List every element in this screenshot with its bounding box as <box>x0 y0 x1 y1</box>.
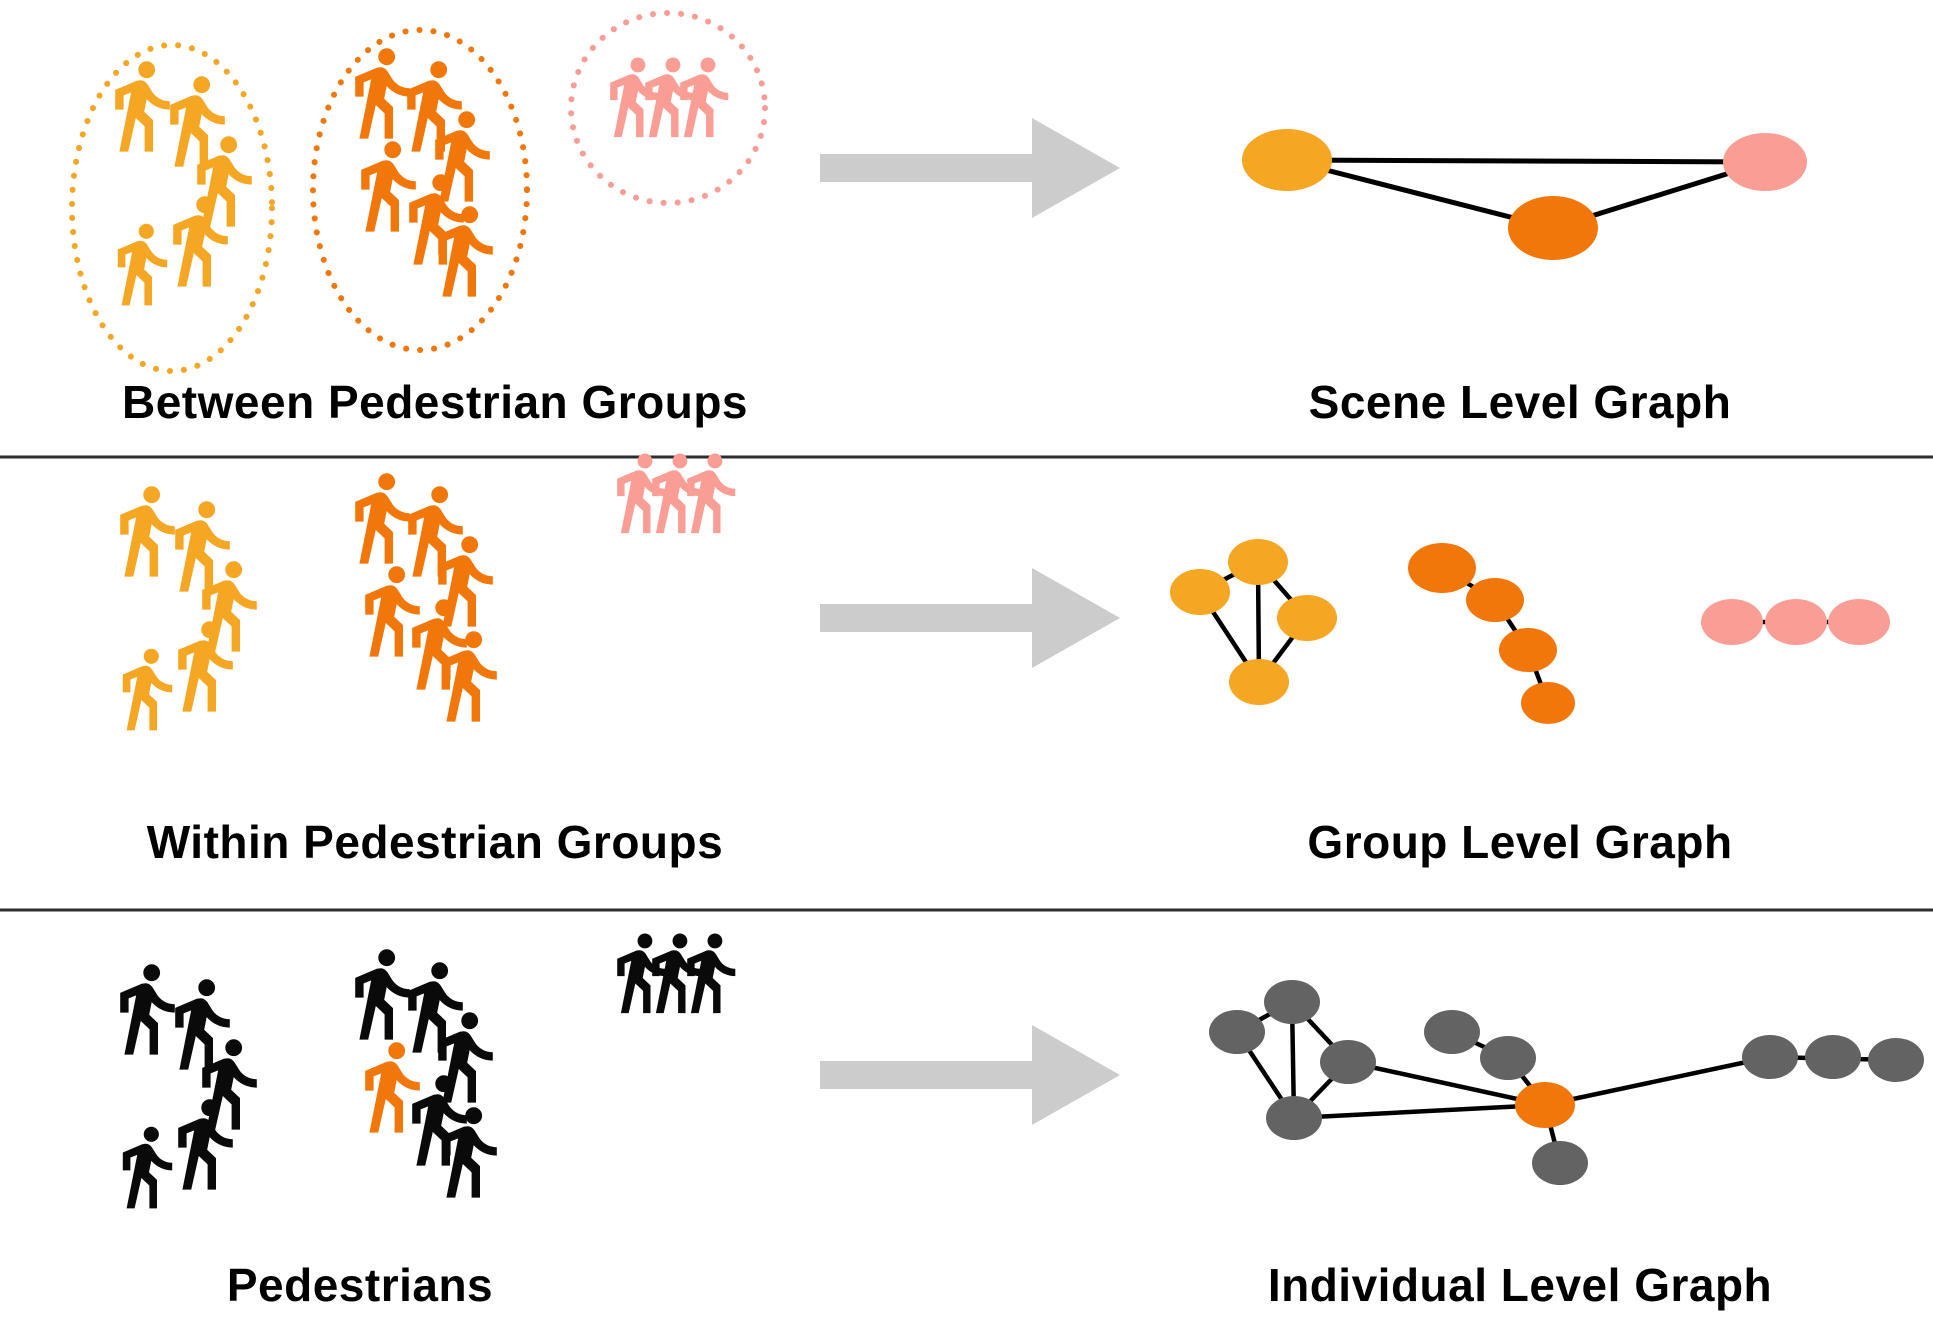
row2-pedestrian-group-pink <box>617 453 736 534</box>
row1-pedestrian-group-pink-circled <box>568 10 768 206</box>
scene-node-yellow <box>1242 129 1332 191</box>
row2-pedestrian-group-yellow <box>120 486 257 731</box>
individual-node-orange <box>1515 1082 1575 1128</box>
graph-edge <box>1345 1059 1548 1108</box>
label-within-pedestrian-groups: Within Pedestrian Groups <box>146 816 724 868</box>
pedestrian-icon <box>355 949 410 1040</box>
row1-pedestrian-group-yellow-circled <box>69 42 275 374</box>
individual-node <box>1480 1036 1536 1080</box>
dotted-ellipse-orange <box>310 27 530 353</box>
pedestrian-icon <box>120 486 175 577</box>
row2-pedestrian-group-orange <box>355 473 497 722</box>
pedestrian-icon <box>438 206 493 297</box>
group-node-pink <box>1765 599 1827 645</box>
individual-node <box>1264 980 1320 1024</box>
arrow-row3 <box>820 1025 1120 1125</box>
individual-node <box>1742 1035 1798 1079</box>
pedestrian-icon <box>120 964 175 1055</box>
individual-node <box>1532 1141 1588 1185</box>
group-node-yellow <box>1170 569 1230 615</box>
individual-node <box>1266 1096 1322 1140</box>
pedestrian-icon <box>170 76 225 167</box>
pedestrian-icon <box>687 453 736 534</box>
arrow-row1 <box>820 118 1120 218</box>
scene-level-graph <box>1242 129 1807 260</box>
label-scene-level-graph: Scene Level Graph <box>1308 376 1732 428</box>
pedestrian-icon <box>355 473 410 564</box>
group-node-orange <box>1521 682 1575 724</box>
individual-node <box>1805 1035 1861 1079</box>
graph-edge <box>1284 157 1556 231</box>
pedestrian-icon <box>117 223 168 306</box>
highlighted-orange-pedestrian-icon <box>365 1042 420 1133</box>
pedestrian-icon <box>173 196 228 287</box>
graph-edge <box>1542 1054 1773 1108</box>
individual-node <box>1424 1010 1480 1054</box>
pedestrian-icon <box>361 141 416 232</box>
group-node-orange <box>1466 578 1524 622</box>
individual-node <box>1209 1010 1265 1054</box>
pedestrian-icon <box>365 566 420 657</box>
graph-edge <box>1284 157 1768 165</box>
group-node-orange <box>1408 543 1476 593</box>
pedestrian-icon <box>355 48 410 139</box>
row1-pedestrian-group-orange-circled <box>310 27 530 353</box>
group-level-graph <box>1170 539 1890 724</box>
dotted-circle-pink <box>568 10 768 206</box>
pedestrian-icon <box>178 621 233 712</box>
group-node-pink <box>1828 599 1890 645</box>
pedestrian-icon <box>122 1126 173 1209</box>
group-node-yellow <box>1229 659 1289 705</box>
group-node-yellow <box>1228 539 1288 585</box>
group-node-yellow <box>1277 595 1337 641</box>
pedestrian-icon <box>122 648 173 731</box>
pedestrian-icon <box>175 979 230 1070</box>
label-between-pedestrian-groups: Between Pedestrian Groups <box>122 376 748 428</box>
individual-node <box>1868 1038 1924 1082</box>
scene-node-orange <box>1508 196 1598 260</box>
graph-edge <box>1291 1102 1548 1121</box>
group-node-pink <box>1701 599 1763 645</box>
dotted-ellipse-yellow <box>69 42 275 374</box>
group-node-orange <box>1499 628 1557 672</box>
label-group-level-graph: Group Level Graph <box>1307 816 1733 868</box>
label-individual-level-graph: Individual Level Graph <box>1267 1259 1773 1311</box>
pedestrian-icon <box>175 501 230 592</box>
individual-level-graph <box>1209 980 1924 1185</box>
row3-pedestrian-group-1-black <box>120 964 257 1209</box>
pedestrian-icon <box>687 933 736 1014</box>
pedestrian-icon <box>178 1099 233 1190</box>
pedestrian-icon <box>680 57 729 138</box>
arrow-row2 <box>820 568 1120 668</box>
pedestrian-icon <box>442 1107 497 1198</box>
row3-pedestrian-group-2-black-with-orange <box>355 949 497 1198</box>
row3-pedestrian-group-3-black <box>617 933 736 1014</box>
pedestrian-icon <box>115 61 170 152</box>
pedestrian-icon <box>442 631 497 722</box>
label-pedestrians: Pedestrians <box>226 1259 494 1311</box>
scene-node-pink <box>1723 133 1807 191</box>
individual-node <box>1320 1040 1376 1084</box>
